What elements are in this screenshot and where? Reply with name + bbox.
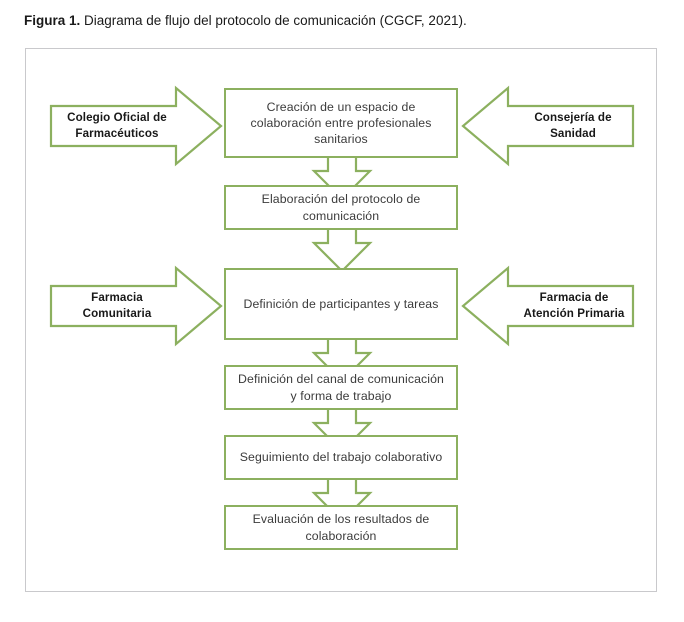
process-box-creacion-espacio-colaboracion: Creación de un espacio de colaboración e… (224, 88, 458, 158)
figure-caption-text: Diagrama de flujo del protocolo de comun… (80, 13, 467, 28)
figure-caption: Figura 1. Diagrama de flujo del protocol… (24, 12, 664, 30)
actor-arrow-left-1 (49, 85, 223, 167)
connector-step2-step3 (311, 229, 373, 273)
process-box-elaboracion-protocolo: Elaboración del protocolo de comunicació… (224, 185, 458, 230)
flowchart-canvas: Colegio Oficial de Farmacéuticos Conseje… (26, 49, 656, 591)
process-box-evaluacion-resultados-colaboracion: Evaluación de los resultados de colabora… (224, 505, 458, 550)
process-box-definicion-canal-comunicacion: Definición del canal de comunicación y f… (224, 365, 458, 410)
actor-arrow-right-2 (461, 265, 635, 347)
figure-caption-label: Figura 1. (24, 13, 81, 28)
figure-frame: Colegio Oficial de Farmacéuticos Conseje… (25, 48, 657, 592)
flowchart-arrow-layer (49, 85, 635, 523)
process-box-definicion-participantes-tareas: Definición de participantes y tareas (224, 268, 458, 340)
actor-arrow-right-1 (461, 85, 635, 167)
actor-arrow-left-2 (49, 265, 223, 347)
process-box-seguimiento-trabajo-colaborativo: Seguimiento del trabajo colaborativo (224, 435, 458, 480)
